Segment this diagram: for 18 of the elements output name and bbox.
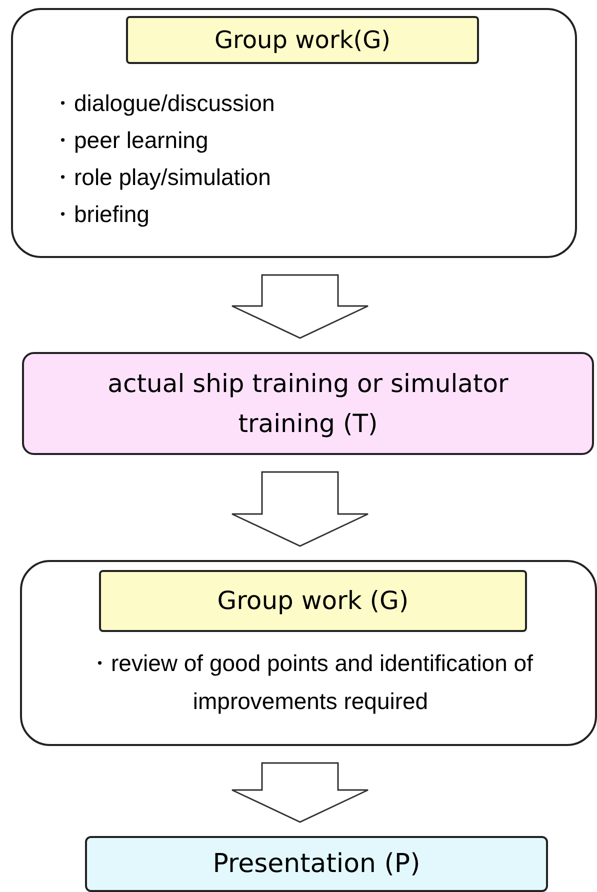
group-panel [11, 8, 577, 258]
heading-box [99, 570, 527, 632]
bullet-item: ・role play/simulation [51, 163, 271, 192]
process-box [85, 836, 548, 892]
heading-text: Group work(G) [214, 25, 391, 56]
process-box [22, 352, 594, 455]
heading-box [126, 16, 479, 64]
bullet-item: ・peer learning [51, 126, 208, 155]
bullet-item: ・briefing [51, 200, 150, 229]
body-text: ・review of good points and identification of improvements required [87, 649, 534, 716]
body-text: Presentation (P) [212, 848, 420, 880]
bullet-item: ・dialogue/discussion [51, 89, 275, 118]
block-arrow [231, 274, 369, 339]
body-text: actual ship training or simulator training (T) [106, 368, 510, 440]
block-arrow [231, 471, 369, 547]
block-arrow [231, 762, 369, 823]
group-panel [20, 560, 597, 746]
heading-text: Group work (G) [217, 585, 409, 618]
